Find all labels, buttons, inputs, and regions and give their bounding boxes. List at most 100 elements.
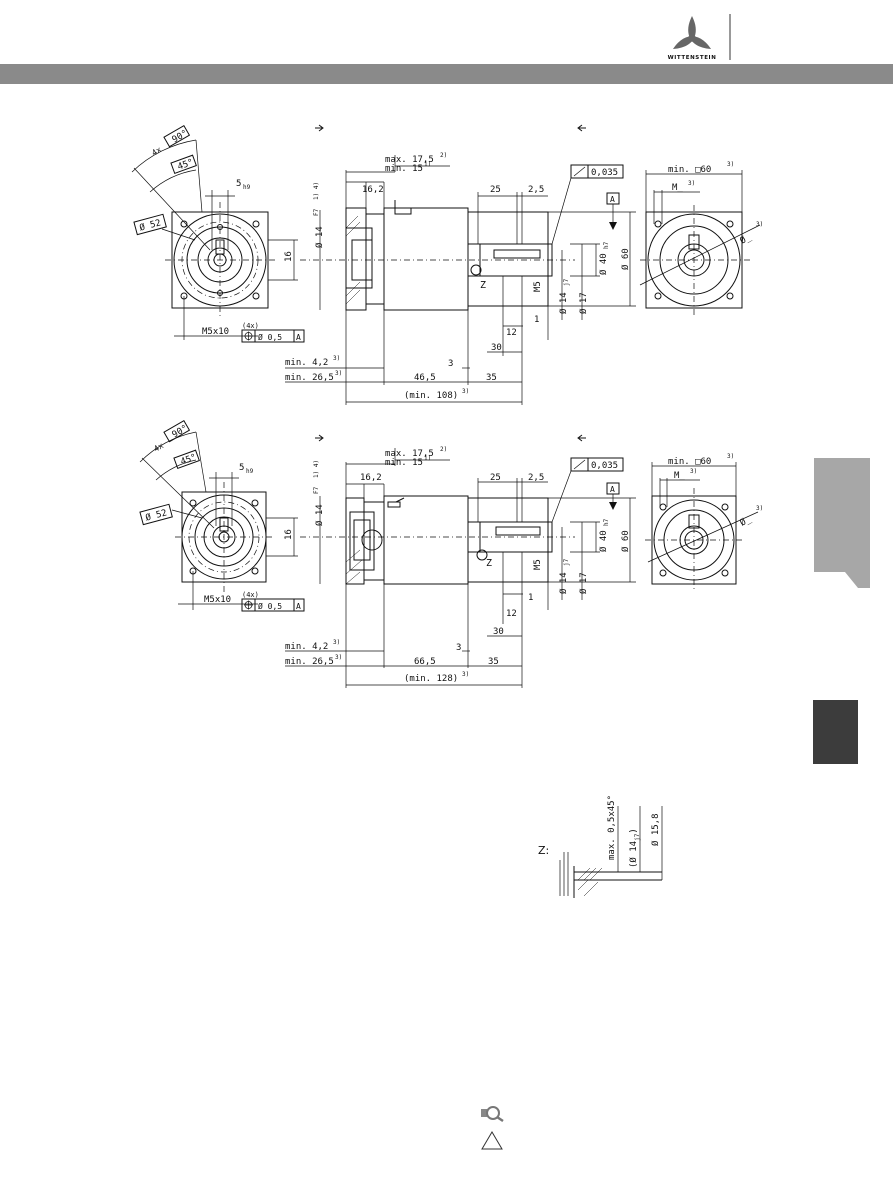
dim-12: 12: [506, 328, 517, 338]
rear-view-flange-2: [645, 488, 759, 592]
pcd-52: Ø 52: [138, 217, 162, 233]
phi-note: 3): [756, 221, 763, 228]
min-26-5: min. 26,5: [285, 373, 334, 383]
dim-12-2: 12: [506, 609, 517, 619]
rear-view-flange: [639, 205, 761, 315]
arrow-right-icon-2: [315, 434, 324, 442]
min-4-2: min. 4,2: [285, 358, 328, 368]
thread-count: (4x): [242, 322, 259, 330]
phi-label-2: Ø_: [738, 513, 753, 528]
dim-3: 3: [448, 359, 453, 369]
z-label: Z: [480, 280, 486, 291]
min-len: min. 15: [385, 164, 423, 174]
front-view-flange: [131, 139, 298, 340]
detail-z-label: Z:: [538, 844, 549, 857]
side-view-gearbox: [300, 200, 575, 311]
side-tab-light: [814, 458, 870, 588]
pos-datum: A: [296, 333, 301, 342]
arrow-right-icon: [315, 124, 324, 132]
dia-40-tol-2: h7: [603, 518, 610, 526]
warning-triangle-icon: [481, 1131, 503, 1150]
header: WITTENSTEIN: [0, 14, 893, 84]
side-view-gearbox-2: [300, 495, 575, 585]
dim-2-5: 2,5: [528, 185, 544, 195]
bore-tol: F7: [313, 208, 320, 216]
angle-mult: 4x: [150, 145, 163, 158]
dim-16-2-v2: 16,2: [360, 473, 382, 483]
min-26-5-note-2: 3): [335, 654, 342, 661]
thread-m5-2: M5x10: [204, 595, 231, 605]
bore-tol-2: F7: [313, 486, 320, 494]
runout: 0,035: [591, 168, 618, 178]
phi-note-2: 3): [756, 505, 763, 512]
key-tol-2: h9: [246, 468, 254, 475]
detail-shaft-tol: j7: [634, 833, 641, 841]
key-tol: h9: [243, 184, 251, 191]
min-4-2-note-2: 3): [333, 639, 340, 646]
detail-shaft-close: ): [629, 828, 639, 833]
detail-z: Z: max. 0,5x45° (Ø 14j7) Ø 15,8: [538, 795, 663, 898]
total-len: (min. 108): [404, 391, 458, 401]
dia-40-2: Ø 40: [598, 530, 609, 552]
min-note-2: 1): [424, 455, 431, 462]
dim-1-2: 1: [528, 593, 533, 603]
detail-chamfer: max. 0,5x45°: [607, 795, 617, 860]
dim-1: 1: [534, 315, 539, 325]
drawing-variant-1: 90° 4x 45° 5 h9 Ø 52 16 M5x10 (4x) Ø 0,5…: [131, 124, 763, 405]
m-note-2: 3): [690, 468, 697, 475]
min-sq-note: 3): [727, 161, 734, 168]
phi-label: Ø_: [738, 231, 753, 246]
max-note: 2): [440, 152, 447, 159]
bore-note-2: 1) 4): [313, 460, 320, 478]
total-note: 3): [462, 388, 469, 395]
dim-2-5-2: 2,5: [528, 473, 544, 483]
pos-datum-2: A: [296, 602, 301, 611]
angle-mult-2: 4x: [152, 441, 165, 454]
dim-30: 30: [491, 343, 502, 353]
dim-30-2: 30: [493, 627, 504, 637]
magnifier-icon: [481, 1106, 504, 1123]
z-label-2: Z: [486, 558, 492, 569]
wittenstein-logo-icon: [672, 16, 712, 49]
detail-shaft: (Ø 14: [628, 841, 639, 868]
bore-14-2: Ø 14: [314, 504, 325, 526]
dim-16-2: 16,2: [362, 185, 384, 195]
bore-note: 1) 4): [313, 182, 320, 200]
dia-40: Ø 40: [598, 253, 609, 275]
detail-dia: Ø 15,8: [650, 813, 661, 846]
detail-shaft-group: (Ø 14j7): [628, 828, 641, 868]
header-bar: [0, 64, 893, 84]
dia-17-2: Ø 17: [578, 572, 589, 594]
shaft-14-tol: j7: [563, 278, 570, 286]
dim-3-2: 3: [456, 643, 461, 653]
min-sq: min. □60: [668, 165, 711, 175]
pos-tol: Ø 0,5: [258, 332, 282, 342]
arrow-left-icon: [577, 124, 586, 132]
pcd-52-2: Ø 52: [144, 507, 168, 523]
dia-60: Ø 60: [620, 248, 631, 270]
arrow-left-icon-2: [577, 434, 586, 442]
min-4-2-v2: min. 4,2: [285, 642, 328, 652]
m5-label: M5: [533, 281, 543, 292]
shaft-14-2: Ø 14: [558, 572, 569, 594]
front-view-flange-2: [139, 431, 298, 610]
total-len-2: (min. 128): [404, 674, 458, 684]
min-26-5-v2: min. 26,5: [285, 657, 334, 667]
key-width-2: 5: [239, 463, 244, 473]
dim-35: 35: [486, 373, 497, 383]
datum-a-2: A: [610, 485, 615, 494]
m5-label-2: M5: [533, 559, 543, 570]
shaft-14-tol-2: j7: [563, 558, 570, 566]
dim-25-2: 25: [490, 473, 501, 483]
key-width: 5: [236, 179, 241, 189]
m-label: M_: [672, 183, 683, 193]
pos-tol-2: Ø 0,5: [258, 601, 282, 611]
drawing-variant-2: 90° 4x 45° 5 h9 Ø 52 16 M5x10 (4x) Ø 0,5…: [139, 419, 763, 688]
dim-25: 25: [490, 185, 501, 195]
thread-m5: M5x10: [202, 327, 229, 337]
dim-66-5: 66,5: [414, 657, 436, 667]
min-sq-2: min. □60: [668, 457, 711, 467]
dia-40-tol: h7: [603, 241, 610, 249]
max-len: max. 17,5: [385, 155, 434, 165]
